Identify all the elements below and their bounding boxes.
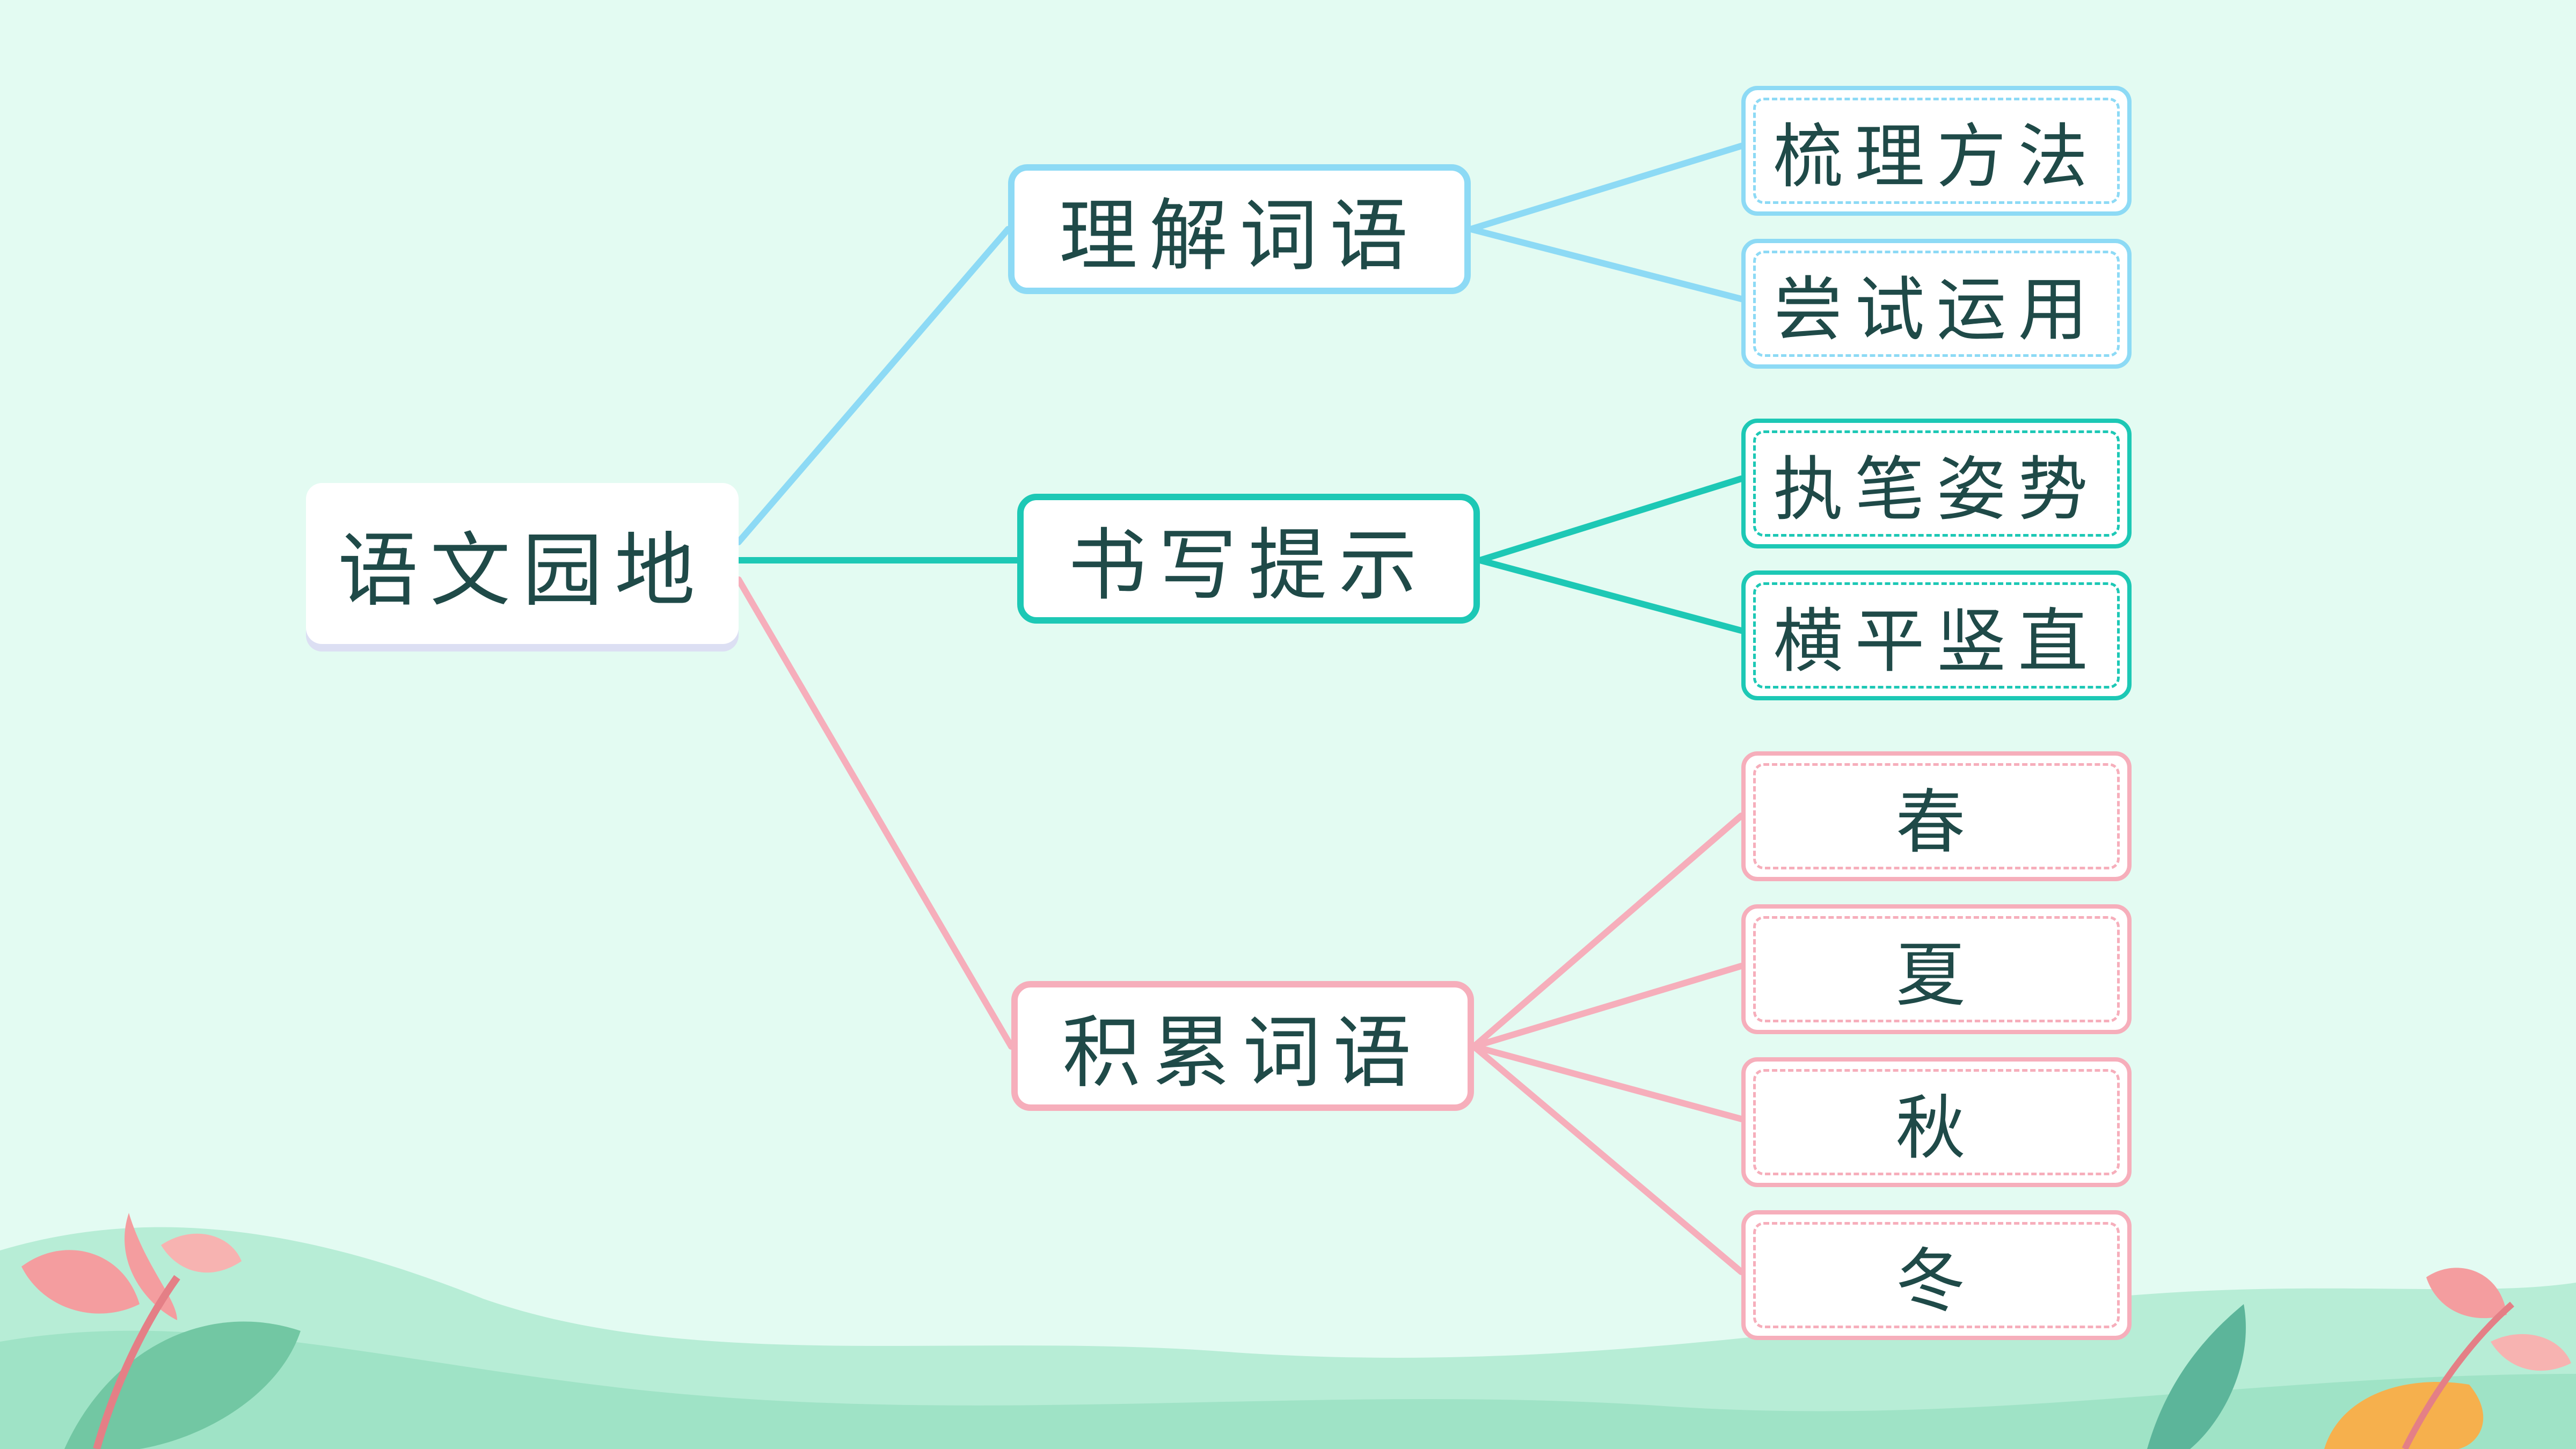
connector-teal-leaf-1 (1477, 475, 1745, 564)
leaf-left-green (64, 1321, 301, 1449)
leaf-label: 执笔姿势 (1773, 449, 2100, 530)
leaf-node: 梳理方法 (1741, 86, 2132, 216)
branch-to-leaf-connectors (1468, 143, 1745, 1275)
branch-label: 积累词语 (1062, 1007, 1423, 1099)
branch-node-writing-tips: 书写提示 (1017, 494, 1480, 624)
leaf-right-orange (2324, 1382, 2484, 1449)
leaf-left-pink-1 (21, 1250, 140, 1314)
branch-label: 理解词语 (1059, 190, 1420, 282)
leaf-node: 尝试运用 (1741, 239, 2132, 369)
leaf-label: 尝试运用 (1773, 269, 2100, 350)
leaf-node: 执笔姿势 (1741, 419, 2132, 548)
leaf-right-pink-1 (2426, 1268, 2507, 1319)
leaf-label: 秋 (1895, 1087, 1977, 1169)
connector-blue-leaf-1 (1468, 143, 1745, 232)
connector-pink-leaf-4 (1471, 1043, 1745, 1275)
leaf-node: 冬 (1741, 1210, 2132, 1340)
branch-node-accumulate-words: 积累词语 (1011, 981, 1474, 1111)
leaf-label: 春 (1895, 781, 1977, 863)
leaf-label: 冬 (1895, 1240, 1977, 1322)
leaf-label: 梳理方法 (1773, 116, 2100, 197)
leaf-right-green (2147, 1304, 2246, 1449)
branch-node-understand-words: 理解词语 (1008, 164, 1471, 294)
root-label: 语文园地 (337, 524, 707, 618)
leaf-label: 横平竖直 (1773, 601, 2100, 682)
leaf-right-stem (2402, 1301, 2514, 1449)
branch-label: 书写提示 (1068, 519, 1429, 611)
connector-pink-leaf-3 (1471, 1043, 1745, 1122)
root-to-branch-connectors (735, 226, 1020, 1050)
root-node: 语文园地 (306, 483, 739, 644)
connector-root-pink (735, 576, 1015, 1050)
leaf-node: 秋 (1741, 1057, 2132, 1187)
connector-pink-leaf-1 (1471, 813, 1745, 1050)
leaf-node: 春 (1741, 751, 2132, 881)
connector-blue-leaf-2 (1468, 226, 1745, 302)
leaf-node: 横平竖直 (1741, 570, 2132, 700)
leaf-node: 夏 (1741, 904, 2132, 1034)
leaf-label: 夏 (1895, 934, 1977, 1016)
leaf-left-pink-3 (161, 1233, 242, 1273)
connector-teal-leaf-2 (1477, 557, 1745, 634)
leaf-right-pink-2 (2491, 1334, 2571, 1371)
leaf-left-stem (93, 1275, 180, 1449)
bottom-hill-front (0, 1330, 2576, 1449)
connector-root-blue (735, 226, 1011, 545)
connector-pink-leaf-2 (1471, 963, 1745, 1050)
